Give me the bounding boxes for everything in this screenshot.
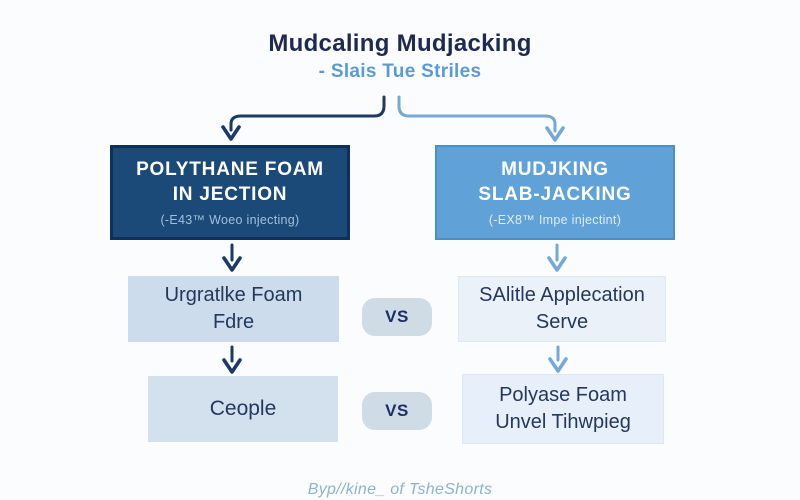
- page-subtitle: - Slais Tue Striles: [318, 61, 482, 82]
- arrowhead-right-row2-row3: [548, 357, 568, 373]
- right-branch-title: MUDJKING SLAB-JACKING: [478, 158, 632, 205]
- arrowhead-left-row2-row3: [222, 358, 242, 374]
- right-branch-main-box: MUDJKING SLAB-JACKING (-EX8™ Impe inject…: [435, 145, 675, 240]
- vs-badge-row2: VS: [362, 298, 432, 336]
- branch-arrowhead-left: [221, 125, 241, 141]
- branch-arrowhead-right: [545, 126, 565, 142]
- footer-caption: Byp//kine_ of TsheShorts: [307, 481, 493, 498]
- arrowhead-right-row1-row2: [547, 256, 567, 272]
- arrowhead-left-row1-row2: [222, 256, 242, 272]
- right-branch-subtitle: (-EX8™ Impe injectint): [488, 213, 622, 228]
- page-title: Mudcaling Mudjacking: [268, 30, 532, 57]
- left-row2-box: Urgratlke Foam Fdre: [128, 276, 339, 342]
- right-row2-box: SAlitle Applecation Serve: [458, 276, 666, 342]
- branch-connector-right: [397, 95, 557, 133]
- branch-connector-left: [229, 95, 386, 132]
- left-branch-title: POLYTHANE FOAM IN JECTION: [136, 158, 324, 205]
- vs-badge-row3: VS: [362, 392, 432, 430]
- left-row3-box: Ceople: [148, 376, 338, 442]
- right-row3-box: Polyase Foam Unvel Tihwpieg: [462, 374, 664, 444]
- left-branch-subtitle: (-E43™ Woeo injecting): [160, 213, 300, 228]
- left-branch-main-box: POLYTHANE FOAM IN JECTION (-E43™ Woeo in…: [110, 145, 350, 240]
